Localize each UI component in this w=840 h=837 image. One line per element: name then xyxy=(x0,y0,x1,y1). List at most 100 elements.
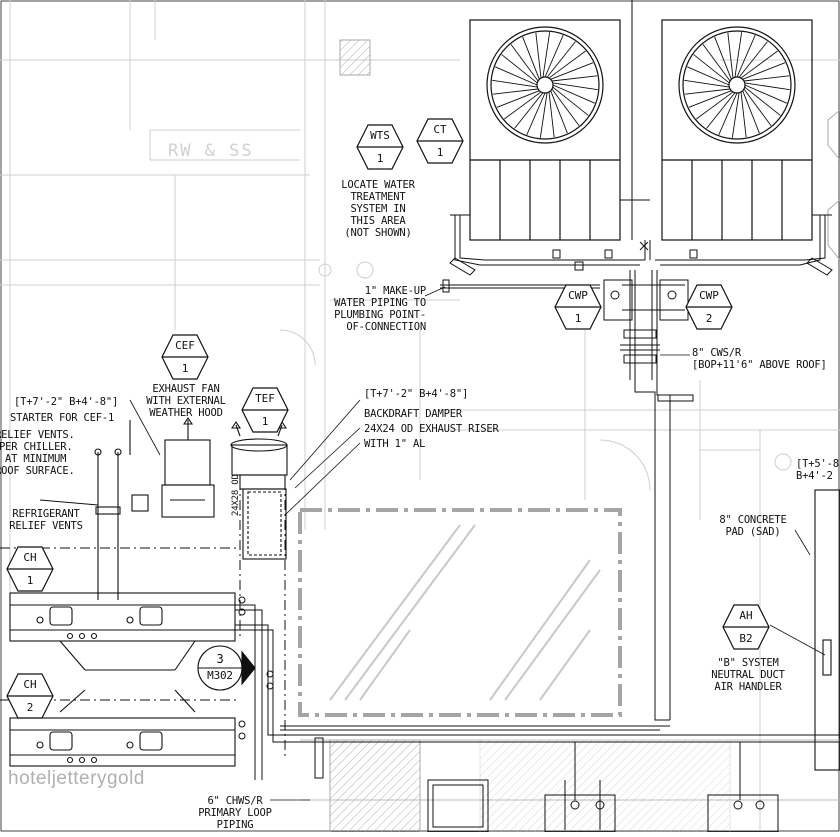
exhaust-fan-cef xyxy=(39,417,215,600)
fan-blade xyxy=(742,62,786,80)
fan-blade xyxy=(734,32,743,78)
tag-number: 1 xyxy=(574,312,582,325)
note-starter: STARTER FOR CEF-1 xyxy=(10,412,115,424)
fan-blade xyxy=(740,50,778,79)
pad-hatching xyxy=(329,524,601,701)
fan-blade xyxy=(496,90,540,108)
tag-label: WTS xyxy=(370,129,390,142)
fan-blade xyxy=(742,90,760,134)
tag-ah-b2: AH B2 xyxy=(721,603,771,651)
fan-blade xyxy=(736,35,756,78)
air-handler-unit xyxy=(814,489,840,771)
fan-blade xyxy=(552,86,589,116)
tag-label: AH xyxy=(739,609,753,622)
tag-number: 2 xyxy=(705,312,713,325)
chiller-units xyxy=(9,592,236,767)
fan-blade xyxy=(539,92,548,138)
fan-blade xyxy=(514,92,544,129)
tag-number: 1 xyxy=(436,146,444,159)
chilled-water-piping xyxy=(233,596,840,833)
fan-blade xyxy=(714,36,732,80)
tag-label: CH xyxy=(23,678,37,691)
tag-label: CT xyxy=(433,123,447,136)
tag-number: 1 xyxy=(181,362,189,375)
fan-blade xyxy=(744,82,790,91)
tag-tef-1: TEF 1 xyxy=(240,386,290,434)
tag-ct-1: CT 1 xyxy=(415,117,465,165)
fan-blade xyxy=(548,91,555,138)
fan-blade xyxy=(744,86,781,116)
fan-blade xyxy=(552,82,598,91)
section-marker xyxy=(197,645,256,691)
tag-cwp-1: CWP 1 xyxy=(553,283,603,331)
cooling-tower-cells xyxy=(469,19,813,241)
riser-size-label: 24X28 OD xyxy=(231,474,241,516)
fan-blade xyxy=(740,91,747,138)
tag-ch-1: CH 1 xyxy=(5,545,55,593)
fan-blade xyxy=(731,92,740,138)
fan-blade xyxy=(550,90,568,134)
fan-blade xyxy=(526,92,546,135)
fan-blade xyxy=(551,88,580,126)
leader-lines xyxy=(129,286,826,801)
tag-number: 1 xyxy=(26,574,34,587)
concrete-pad-outline xyxy=(298,508,622,717)
fan-blade xyxy=(510,44,539,82)
tag-wts-1: WTS 1 xyxy=(355,123,405,171)
fan-blade xyxy=(702,44,731,82)
tag-number: 1 xyxy=(376,152,384,165)
tag-label: CH xyxy=(23,551,37,564)
fan-blade xyxy=(501,54,538,84)
fan-blade xyxy=(687,66,730,86)
tag-number: B2 xyxy=(739,632,753,645)
fan-blade xyxy=(492,88,539,95)
fan-blade xyxy=(743,75,790,82)
watermark: hoteljetterygold xyxy=(8,768,145,789)
tag-number: 1 xyxy=(261,415,269,428)
section-number: 3 xyxy=(216,652,224,666)
section-sheet: M302 xyxy=(207,669,233,682)
fan-blade xyxy=(535,32,542,79)
fan-blade xyxy=(738,41,768,78)
fan-blades xyxy=(492,32,790,138)
fan-blade xyxy=(743,88,772,126)
fan-blade xyxy=(492,79,538,88)
tag-label: TEF xyxy=(255,392,275,405)
fan-blade xyxy=(546,41,576,78)
fan-blade xyxy=(688,90,732,108)
note-cef-elevation: [T+7'-2" B+4'-8"] xyxy=(14,396,119,408)
tag-cwp-2: CWP 2 xyxy=(684,283,734,331)
note-cws-r: 8" CWS/R[BOP+11'6" ABOVE ROOF] xyxy=(692,347,827,371)
fan-blade xyxy=(684,88,731,95)
fan-blade xyxy=(548,50,586,79)
fan-blade xyxy=(706,92,736,129)
fan-blade xyxy=(550,62,594,80)
fan-blade xyxy=(522,36,540,80)
fan-blade xyxy=(552,84,595,104)
tag-label: CWP xyxy=(699,289,719,302)
condenser-water-piping xyxy=(440,0,833,721)
tag-number: 2 xyxy=(26,701,34,714)
fan-blade xyxy=(684,79,730,88)
fan-blade xyxy=(551,75,598,82)
fan-blade xyxy=(693,54,730,84)
fan-blade xyxy=(696,91,734,120)
tag-label: CWP xyxy=(568,289,588,302)
fan-blade xyxy=(544,35,564,78)
note-tef-elevation: [T+7'-2" B+4'-8"] xyxy=(364,388,469,400)
tag-label: CEF xyxy=(175,339,195,352)
transfer-exhaust-fan-tef xyxy=(230,421,288,560)
fan-blade xyxy=(504,91,542,120)
fan-blade xyxy=(744,84,787,104)
